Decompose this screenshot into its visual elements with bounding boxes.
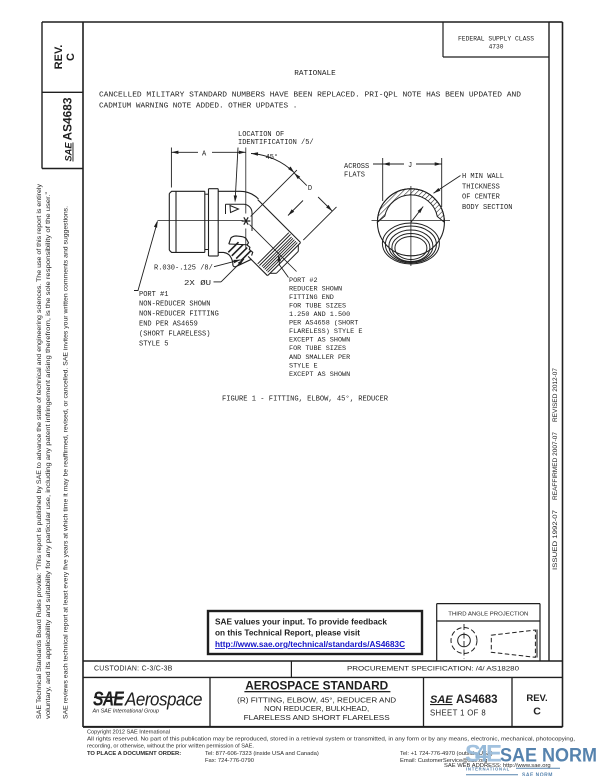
svg-text:STYLE 5: STYLE 5 — [139, 340, 168, 348]
svg-text:45°: 45° — [266, 153, 279, 162]
svg-text:EXCEPT AS SHOWN: EXCEPT AS SHOWN — [289, 337, 350, 345]
svg-text:SAE values your input. To prov: SAE values your input. To provide feedba… — [215, 617, 387, 627]
svg-text:NON-REDUCER FITTING: NON-REDUCER FITTING — [139, 311, 219, 319]
svg-text:SAE: SAE — [430, 694, 453, 706]
svg-text:1.250 AND 1.500: 1.250 AND 1.500 — [289, 311, 350, 319]
svg-text:recording, or otherwise, witho: recording, or otherwise, without the pri… — [87, 744, 254, 750]
svg-text:REVISED 2012-07: REVISED 2012-07 — [552, 368, 559, 422]
svg-text:voluntary, and its applicabili: voluntary, and its applicability and sui… — [45, 192, 52, 719]
svg-text:D: D — [308, 185, 312, 193]
svg-text:REV.: REV. — [53, 45, 65, 70]
svg-text:PER AS4658 (SHORT: PER AS4658 (SHORT — [289, 320, 358, 328]
svg-text:INTERNATIONAL: INTERNATIONAL — [466, 767, 510, 772]
svg-text:SAE: SAE — [93, 689, 124, 711]
svg-text:Tel: 877-606-7323 (inside USA: Tel: 877-606-7323 (inside USA and Canada… — [205, 751, 319, 757]
svg-text:THICKNESS: THICKNESS — [462, 183, 500, 191]
svg-text:(R) FITTING, ELBOW, 45°, REDUC: (R) FITTING, ELBOW, 45°, REDUCER AND — [237, 696, 396, 705]
svg-text:ACROSS: ACROSS — [344, 163, 369, 171]
svg-text:THIRD ANGLE PROJECTION: THIRD ANGLE PROJECTION — [448, 612, 528, 618]
svg-text:Copyright 2012 SAE Internation: Copyright 2012 SAE International — [87, 730, 170, 736]
svg-text:ISSUED 1992-07: ISSUED 1992-07 — [552, 510, 559, 570]
svg-text:CUSTODIAN: C-3/C-3B: CUSTODIAN: C-3/C-3B — [94, 665, 173, 672]
svg-text:FOR TUBE SIZES: FOR TUBE SIZES — [289, 302, 346, 310]
svg-text:SAE WEB ADDRESS: http://www.s: SAE WEB ADDRESS: http://www.sae.org — [444, 763, 551, 769]
svg-text:on this Technical Report, plea: on this Technical Report, please visit — [215, 628, 360, 638]
svg-text:Tel: +1 724-776-4970 (outside: Tel: +1 724-776-4970 (outside USA) — [400, 751, 493, 757]
svg-text:C: C — [533, 706, 541, 718]
svg-text:END PER AS4659: END PER AS4659 — [139, 321, 198, 329]
svg-text:Fax: 724-776-0790: Fax: 724-776-0790 — [205, 758, 254, 764]
svg-text:PORT #1: PORT #1 — [139, 291, 168, 299]
svg-text:OF CENTER: OF CENTER — [462, 194, 501, 202]
svg-text:REDUCER SHOWN: REDUCER SHOWN — [289, 285, 342, 293]
svg-text:REV.: REV. — [526, 693, 547, 704]
svg-text:J: J — [408, 162, 412, 170]
svg-text:FEDERAL SUPPLY CLASS: FEDERAL SUPPLY CLASS — [458, 36, 534, 43]
svg-text:SAE NORM: SAE NORM — [500, 746, 597, 767]
svg-text:All rights reserved. No part o: All rights reserved. No part of this pub… — [87, 737, 575, 743]
svg-text:PORT #2: PORT #2 — [289, 277, 318, 285]
svg-text:EXCEPT AS SHOWN: EXCEPT AS SHOWN — [289, 371, 350, 379]
svg-text:NON REDUCER, BULKHEAD,: NON REDUCER, BULKHEAD, — [264, 704, 369, 713]
svg-text:4730: 4730 — [489, 44, 504, 51]
svg-text:R.030-.125 /8/: R.030-.125 /8/ — [154, 264, 213, 272]
svg-text:SHEET 1 OF 8: SHEET 1 OF 8 — [430, 709, 486, 718]
svg-text:FOR TUBE SIZES: FOR TUBE SIZES — [289, 345, 346, 353]
svg-text:SAE NORM: SAE NORM — [522, 773, 553, 776]
svg-text:Aerospace: Aerospace — [124, 690, 202, 710]
svg-text:AS4683: AS4683 — [456, 694, 498, 706]
svg-text:AND SMALLER PER: AND SMALLER PER — [289, 354, 350, 362]
svg-text:http://www.sae.org/technical/s: http://www.sae.org/technical/standards/A… — [215, 639, 405, 649]
svg-text:An SAE International Group: An SAE International Group — [92, 709, 160, 715]
svg-text:AEROSPACE STANDARD: AEROSPACE STANDARD — [245, 679, 388, 693]
svg-text:2X ØU: 2X ØU — [184, 279, 211, 288]
svg-text:FLATS: FLATS — [344, 172, 365, 180]
svg-text:AS4683: AS4683 — [61, 97, 75, 140]
svg-text:SAE: SAE — [64, 142, 75, 162]
svg-text:BODY SECTION: BODY SECTION — [462, 204, 512, 212]
svg-text:CADMIUM WARNING NOTE ADDED. O: CADMIUM WARNING NOTE ADDED. OTHER UPDATE… — [99, 103, 297, 111]
svg-text:PROCUREMENT SPECIFICATION: /4: PROCUREMENT SPECIFICATION: /4/ AS18280 — [347, 665, 519, 672]
svg-text:FIGURE 1 - FITTING, ELBOW, 45°: FIGURE 1 - FITTING, ELBOW, 45°, REDUCER — [222, 395, 389, 404]
svg-text:FLARELESS) STYLE E: FLARELESS) STYLE E — [289, 328, 362, 336]
svg-text:LOCATION OF: LOCATION OF — [238, 131, 284, 139]
svg-text:(SHORT FLARELESS): (SHORT FLARELESS) — [139, 330, 210, 338]
svg-text:SAE reviews each technical rep: SAE reviews each technical report at lea… — [63, 206, 70, 719]
svg-text:A: A — [202, 150, 207, 158]
svg-text:Email: CustomerService@sae.or: Email: CustomerService@sae.org — [400, 758, 487, 764]
svg-text:RATIONALE: RATIONALE — [294, 70, 336, 78]
svg-text:REAFFIRMED 2007-07: REAFFIRMED 2007-07 — [552, 432, 559, 500]
svg-text:SAE Technical Standards Board: SAE Technical Standards Board Rules prov… — [36, 183, 43, 719]
svg-text:FITTING END: FITTING END — [289, 294, 334, 302]
svg-text:NON-REDUCER SHOWN: NON-REDUCER SHOWN — [139, 301, 210, 309]
svg-text:C: C — [65, 53, 77, 61]
svg-text:CANCELLED MILITARY STANDARD NU: CANCELLED MILITARY STANDARD NUMBERS HAVE… — [99, 92, 521, 100]
svg-text:H MIN WALL: H MIN WALL — [462, 173, 504, 181]
svg-text:STYLE E: STYLE E — [289, 362, 318, 370]
svg-text:TO PLACE A DOCUMENT ORDER:: TO PLACE A DOCUMENT ORDER: — [87, 751, 181, 757]
svg-text:IDENTIFICATION /5/: IDENTIFICATION /5/ — [238, 139, 314, 147]
svg-text:FLARELESS AND SHORT FLARELESS: FLARELESS AND SHORT FLARELESS — [244, 713, 390, 722]
svg-text:E: E — [486, 741, 502, 768]
svg-text:S: S — [465, 741, 481, 768]
